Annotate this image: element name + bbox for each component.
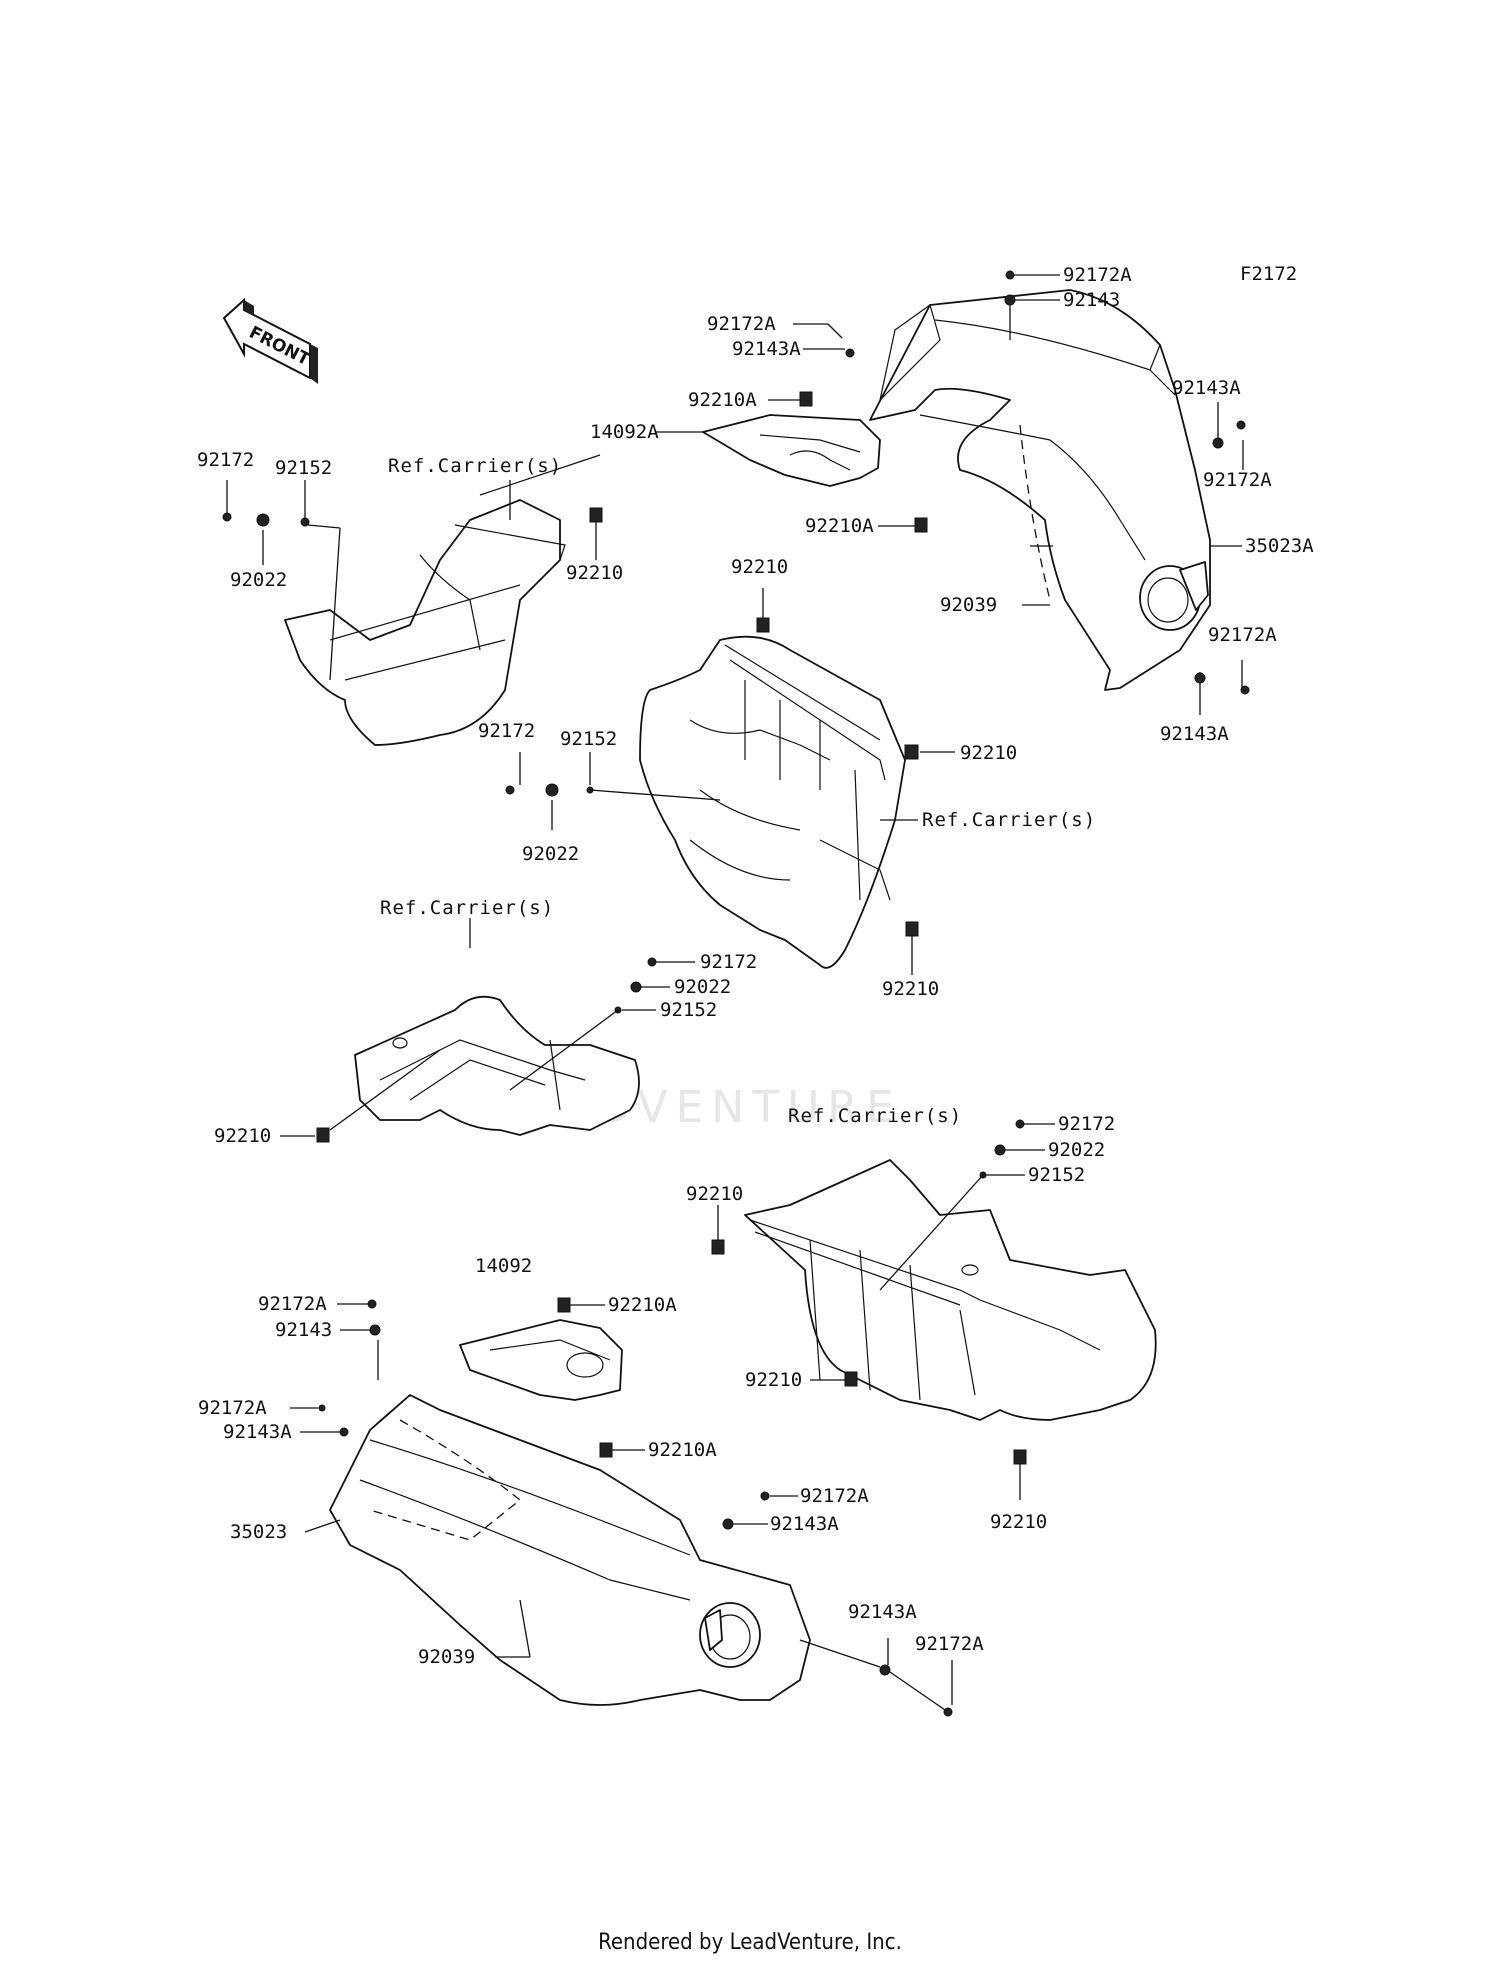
callout-c19[interactable]: 92210	[731, 556, 788, 578]
callout-c25[interactable]: 92210	[882, 978, 939, 1000]
callout-c28[interactable]: 92022	[674, 976, 731, 998]
callout-c48[interactable]: 92143A	[848, 1601, 917, 1623]
part-35023A[interactable]	[869, 289, 1211, 691]
callout-c9[interactable]: 92210A	[805, 515, 874, 537]
callout-c14[interactable]: 92172	[197, 449, 254, 471]
footer-credit: Rendered by LeadVenture, Inc.	[598, 1930, 902, 1955]
callout-c23[interactable]: Ref.Carrier(s)	[922, 809, 1096, 831]
callout-c38[interactable]: 92210A	[608, 1294, 677, 1316]
callout-c10[interactable]: 35023A	[1245, 535, 1314, 557]
callout-c39[interactable]: 92143	[275, 1319, 332, 1341]
callout-c22[interactable]: 92210	[960, 742, 1017, 764]
callout-c8[interactable]: 92172A	[1203, 469, 1272, 491]
leader-lines	[222, 270, 1250, 1717]
callout-c15[interactable]: 92152	[275, 457, 332, 479]
callout-c30[interactable]: 92210	[214, 1125, 271, 1147]
part-14092[interactable]	[459, 1319, 623, 1401]
callouts: 92172A 92143 92172A 92143A 92210A 14092A…	[197, 264, 1314, 1668]
callout-c50[interactable]: 92039	[418, 1646, 475, 1668]
callout-c41[interactable]: 92172A	[198, 1397, 267, 1419]
callout-c3[interactable]: 92172A	[707, 313, 776, 335]
callout-c42[interactable]: 92143A	[223, 1421, 292, 1443]
callout-c1[interactable]: 92172A	[1063, 264, 1132, 286]
callout-c12[interactable]: 92172A	[1208, 624, 1277, 646]
callout-c44[interactable]: 92210	[990, 1511, 1047, 1533]
part-14092A[interactable]	[702, 414, 881, 487]
part-35023[interactable]	[329, 1394, 811, 1706]
callout-c34[interactable]: 92152	[1028, 1164, 1085, 1186]
callout-c20[interactable]: 92172	[478, 720, 535, 742]
callout-c32[interactable]: 92172	[1058, 1113, 1115, 1135]
carrier-tub-lower-right[interactable]	[744, 1159, 1157, 1421]
callout-c2[interactable]: 92143	[1063, 289, 1120, 311]
callout-c40[interactable]: 92210	[745, 1369, 802, 1391]
callout-c18[interactable]: 92022	[230, 569, 287, 591]
callout-c43[interactable]: 92210A	[648, 1439, 717, 1461]
carrier-fragment-mid[interactable]	[354, 995, 640, 1136]
callout-c16[interactable]: Ref.Carrier(s)	[388, 455, 562, 477]
callout-c36[interactable]: 14092	[475, 1255, 532, 1277]
callout-c13[interactable]: 92143A	[1160, 723, 1229, 745]
callout-c26[interactable]: Ref.Carrier(s)	[380, 897, 554, 919]
callout-c33[interactable]: 92022	[1048, 1139, 1105, 1161]
callout-c29[interactable]: 92152	[660, 999, 717, 1021]
callout-c47[interactable]: 92143A	[770, 1513, 839, 1535]
callout-c5[interactable]: 92210A	[688, 389, 757, 411]
callout-c11[interactable]: 92039	[940, 594, 997, 616]
callout-c7[interactable]: 92143A	[1172, 377, 1241, 399]
callout-c31[interactable]: Ref.Carrier(s)	[788, 1105, 962, 1127]
callout-c6[interactable]: 14092A	[590, 421, 659, 443]
front-arrow-icon: FRONT	[222, 297, 318, 384]
callout-c27[interactable]: 92172	[700, 951, 757, 973]
carrier-tub-center[interactable]	[639, 635, 906, 969]
callout-c4[interactable]: 92143A	[732, 338, 801, 360]
callout-c37[interactable]: 92172A	[258, 1293, 327, 1315]
callout-c45[interactable]: 35023	[230, 1521, 287, 1543]
callout-c49[interactable]: 92172A	[915, 1633, 984, 1655]
callout-c46[interactable]: 92172A	[800, 1485, 869, 1507]
callout-c24[interactable]: 92022	[522, 843, 579, 865]
callout-c17[interactable]: 92210	[566, 562, 623, 584]
carrier-fragment-left[interactable]	[284, 454, 601, 746]
callout-c35[interactable]: 92210	[686, 1183, 743, 1205]
callout-c21[interactable]: 92152	[560, 728, 617, 750]
diagram-code: F2172	[1240, 263, 1297, 285]
